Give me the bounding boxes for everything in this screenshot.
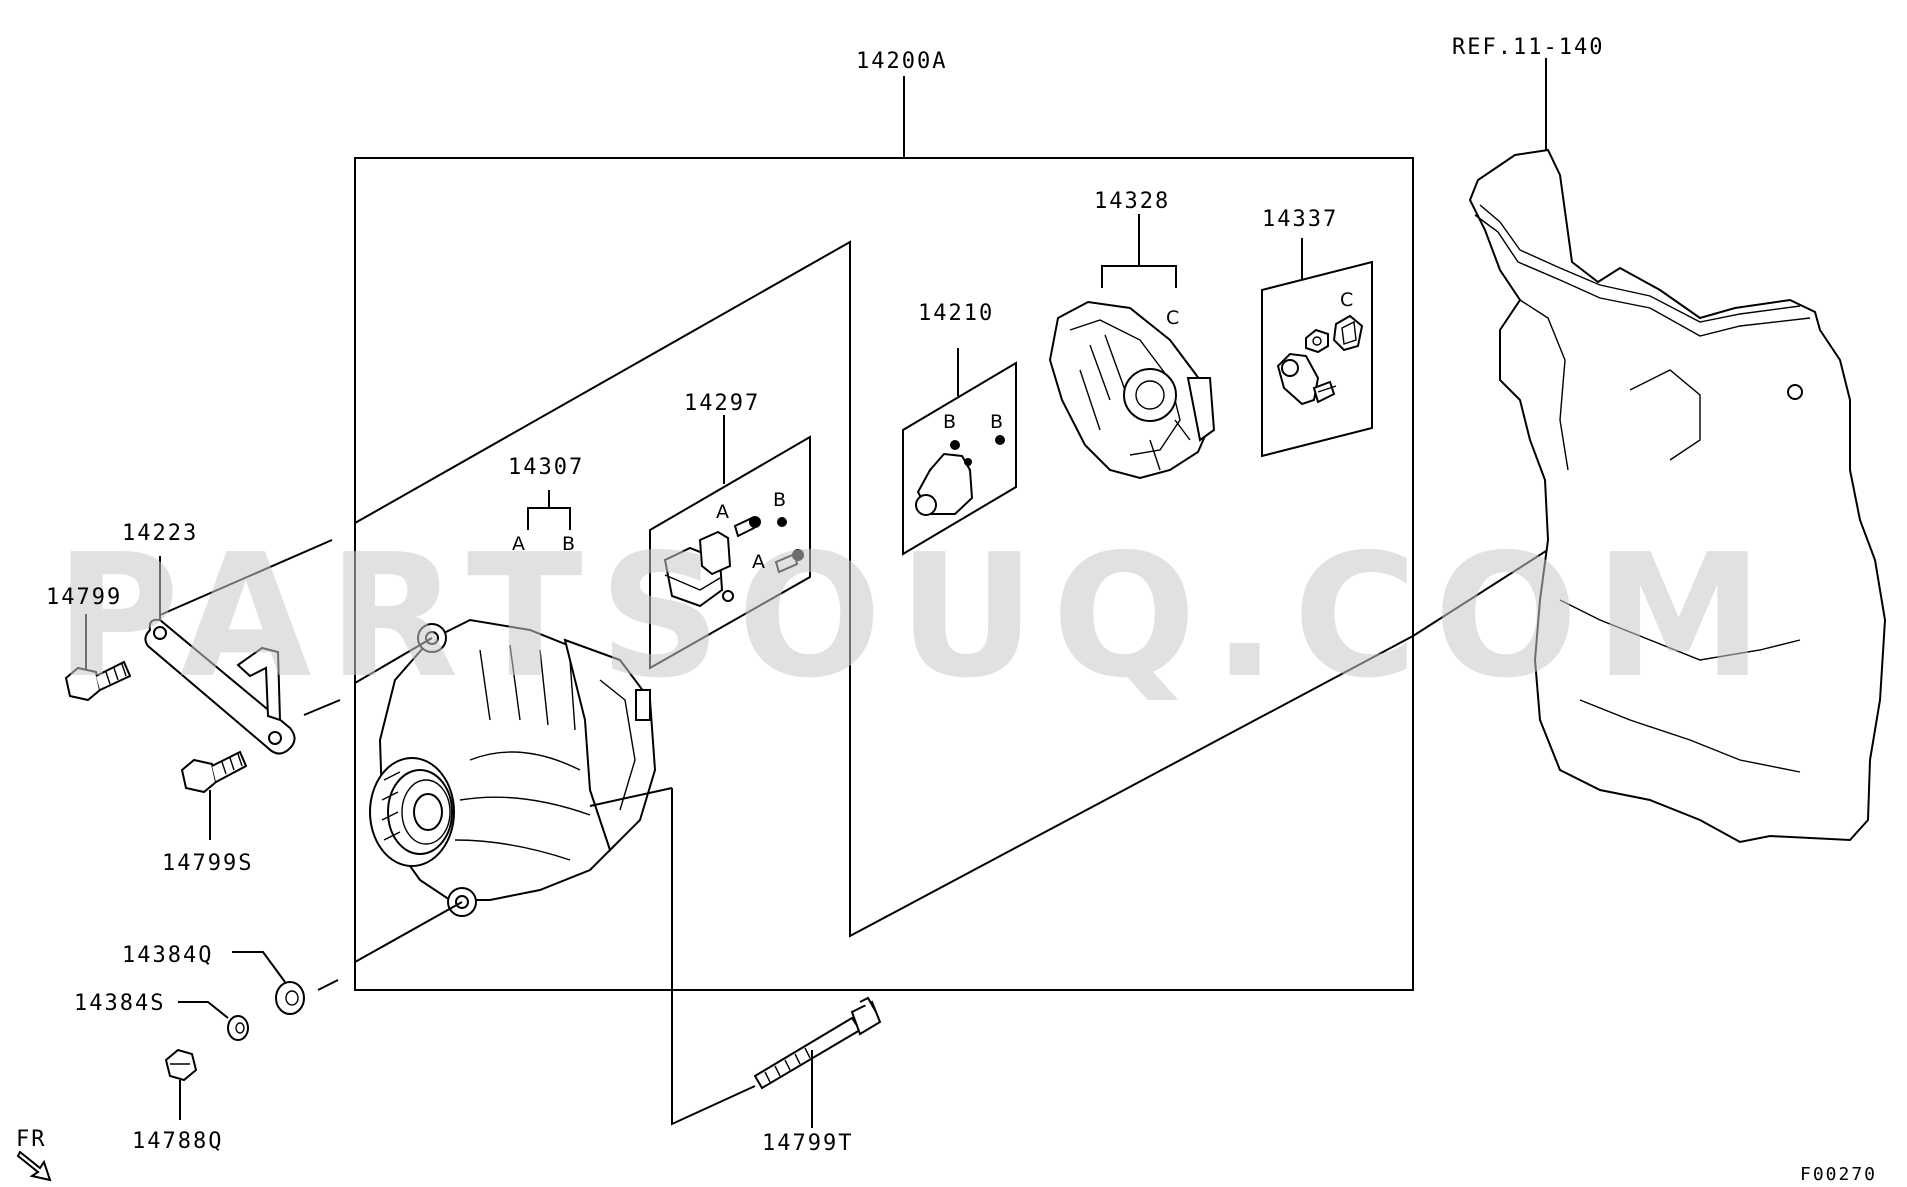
label-14384q: 14384Q: [122, 943, 213, 968]
regulator-part: [663, 530, 734, 608]
sub-b-14307: B: [562, 533, 575, 555]
assembly-frame: [354, 157, 1414, 991]
sub-b-regulator: B: [773, 489, 786, 511]
label-14799t: 14799T: [762, 1131, 853, 1156]
explode-panel-edge: [354, 240, 1414, 938]
sub-a-regulator-1: A: [716, 501, 729, 523]
leader-14384s: [178, 1001, 229, 1019]
figure-code: F00270: [1800, 1164, 1877, 1185]
label-14200a: 14200A: [856, 49, 947, 74]
sub-a-14307: A: [512, 533, 525, 555]
sub-c-terminal: C: [1340, 289, 1353, 311]
label-14799s: 14799S: [162, 851, 253, 876]
guide-mid: [159, 539, 333, 616]
label-14210: 14210: [918, 301, 994, 326]
guide-upper: [354, 637, 433, 684]
screw-b2: [950, 440, 960, 450]
screw-a1: [733, 516, 761, 538]
washer-14384s: [227, 1015, 249, 1041]
watermark: PARTSOUQ.COM: [55, 518, 1779, 716]
engine-block: [1468, 148, 1887, 844]
label-14328: 14328: [1094, 189, 1170, 214]
bracket: [144, 618, 296, 755]
washer-14384q: [275, 981, 305, 1015]
panel-14337: [1261, 260, 1373, 458]
screw-b3: [995, 435, 1005, 445]
terminal-insulator: [1332, 314, 1364, 352]
label-14297: 14297: [684, 391, 760, 416]
guide-bottom: [354, 901, 463, 963]
label-14223: 14223: [122, 521, 198, 546]
sub-b-brush-2: B: [990, 411, 1003, 433]
nut-14788q: [164, 1048, 198, 1082]
leader-14384q: [232, 951, 286, 983]
guide-long-bolt: [671, 788, 756, 1126]
terminal-part: [1276, 352, 1337, 406]
leader-14328: [1101, 265, 1177, 288]
sub-b-brush-1: B: [943, 411, 956, 433]
panel-14210: [902, 361, 1017, 556]
label-14799: 14799: [46, 585, 122, 610]
guide-washer: [317, 979, 339, 991]
long-bolt-14799t: [753, 996, 882, 1090]
guide-low: [303, 699, 341, 716]
front-arrow-icon: [16, 1150, 52, 1182]
label-14788q: 14788Q: [132, 1129, 223, 1154]
panel-14297: [649, 435, 811, 670]
sub-c-cover: C: [1166, 307, 1179, 329]
sub-a-regulator-2: A: [752, 551, 765, 573]
label-14337: 14337: [1262, 207, 1338, 232]
label-14307: 14307: [508, 455, 584, 480]
bolt-14799s: [180, 750, 248, 794]
screw-b1: [777, 517, 787, 527]
brush-holder-part: [915, 452, 974, 516]
guide-alt-bolt: [589, 787, 673, 807]
label-ref: REF.11-140: [1452, 35, 1604, 60]
terminal-nut: [1305, 328, 1329, 354]
bolt-14799: [64, 660, 132, 702]
direction-label: FR: [16, 1127, 47, 1152]
rear-cover-part: [1048, 300, 1216, 480]
screw-a2: [774, 549, 804, 574]
label-14384s: 14384S: [74, 991, 165, 1016]
